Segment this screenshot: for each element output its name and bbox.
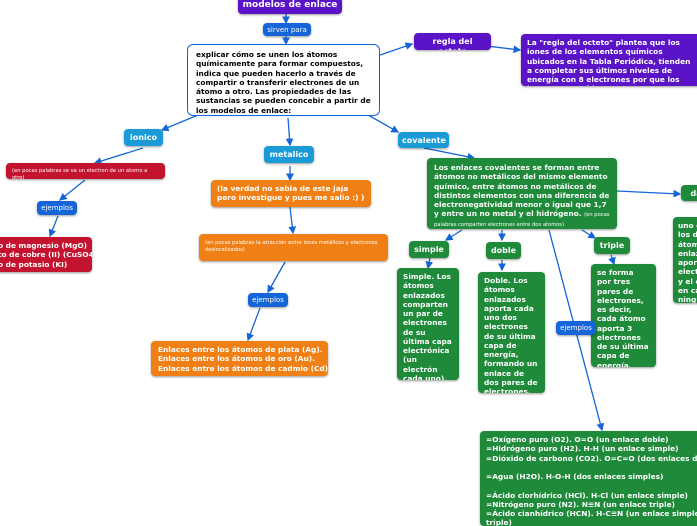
metalico-examples[interactable]: Enlaces entre los átomos de plata (Ag). … bbox=[151, 341, 328, 376]
simple-desc[interactable]: Simple. Los átomos enlazados comparten u… bbox=[397, 268, 459, 380]
triple-text: se forma por tres pares de electrones, e… bbox=[597, 268, 649, 367]
ionico-ejemplos-label[interactable]: ejemplos bbox=[37, 201, 77, 215]
doble-label: doble bbox=[490, 246, 517, 255]
metalico-label: metalico bbox=[269, 150, 309, 159]
ionico-desc-text: (en pocas palabras se va un electron de … bbox=[12, 168, 148, 179]
covalente-ejemplos-text: ejemplos bbox=[560, 324, 592, 332]
simple-text: Simple. Los átomos enlazados comparten u… bbox=[403, 272, 452, 380]
doble-text: Doble. Los átomos enlazados aporta cada … bbox=[484, 276, 538, 393]
definition-text: explicar cómo se unen los átomos química… bbox=[196, 50, 371, 115]
ionico-desc[interactable]: (en pocas palabras se va un electron de … bbox=[6, 163, 165, 179]
regla-octeto-label: regla del octeto bbox=[432, 37, 473, 50]
covalente-ejemplos-label[interactable]: ejemplos bbox=[556, 321, 596, 335]
metalico-desc[interactable]: (en pocas palabras la atracción entre io… bbox=[199, 234, 388, 261]
metalico-ejemplos-label[interactable]: ejemplos bbox=[248, 293, 288, 307]
title-node[interactable]: modelos de enlace bbox=[238, 0, 342, 14]
regla-octeto-desc[interactable]: La "regla del octeto" plantea que los io… bbox=[521, 34, 697, 86]
definition-node[interactable]: explicar cómo se unen los átomos química… bbox=[187, 44, 380, 116]
sirven-para-text: sirven para bbox=[267, 26, 307, 34]
simple-label: simple bbox=[414, 245, 444, 254]
sirven-para-label[interactable]: sirven para bbox=[263, 23, 311, 36]
title-text: modelos de enlace bbox=[242, 0, 338, 10]
covalente-examples-text: =Oxígeno puro (O2). O=O (un enlace doble… bbox=[486, 435, 697, 526]
dativo-node[interactable]: da bbox=[681, 185, 697, 201]
metalico-note-text: (la verdad no sabia de este jaja pero in… bbox=[217, 184, 365, 203]
ionico-label: ionico bbox=[130, 133, 157, 142]
metalico-note[interactable]: (la verdad no sabia de este jaja pero in… bbox=[211, 180, 371, 207]
ionico-node[interactable]: ionico bbox=[124, 129, 163, 146]
dativo-desc[interactable]: uno c los d átom enlaz aport elect y el … bbox=[673, 217, 697, 303]
covalente-examples[interactable]: =Oxígeno puro (O2). O=O (un enlace doble… bbox=[480, 431, 697, 526]
regla-octeto-text: La "regla del octeto" plantea que los io… bbox=[527, 38, 691, 86]
triple-node[interactable]: triple bbox=[594, 237, 630, 254]
metalico-node[interactable]: metalico bbox=[264, 146, 314, 163]
doble-desc[interactable]: Doble. Los átomos enlazados aporta cada … bbox=[478, 272, 545, 393]
covalente-label: covalente bbox=[402, 136, 446, 145]
doble-node[interactable]: doble bbox=[486, 242, 521, 259]
triple-label: triple bbox=[599, 241, 625, 250]
covalente-desc[interactable]: Los enlaces covalentes se forman entre á… bbox=[427, 158, 617, 229]
ionico-examples[interactable]: o de magnesio (MgO) to de cobre (II) (Cu… bbox=[0, 237, 92, 272]
metalico-ejemplos-text: ejemplos bbox=[252, 296, 284, 304]
triple-desc[interactable]: se forma por tres pares de electrones, e… bbox=[591, 264, 656, 367]
metalico-desc-text: (en pocas palabras la atracción entre io… bbox=[205, 240, 378, 253]
simple-node[interactable]: simple bbox=[409, 241, 449, 258]
regla-octeto-node[interactable]: regla del octeto bbox=[414, 33, 491, 50]
ionico-examples-text: o de magnesio (MgO) to de cobre (II) (Cu… bbox=[0, 241, 92, 269]
covalente-desc-small: (en pocas palabras comparten electrones … bbox=[434, 212, 610, 228]
covalente-node[interactable]: covalente bbox=[398, 132, 449, 148]
dativo-text: uno c los d átom enlaz aport elect y el … bbox=[678, 221, 697, 303]
covalente-desc-text: Los enlaces covalentes se forman entre á… bbox=[434, 163, 610, 219]
ionico-ejemplos-text: ejemplos bbox=[41, 204, 73, 212]
dativo-label: da bbox=[690, 189, 697, 198]
metalico-examples-text: Enlaces entre los átomos de plata (Ag). … bbox=[158, 345, 328, 373]
